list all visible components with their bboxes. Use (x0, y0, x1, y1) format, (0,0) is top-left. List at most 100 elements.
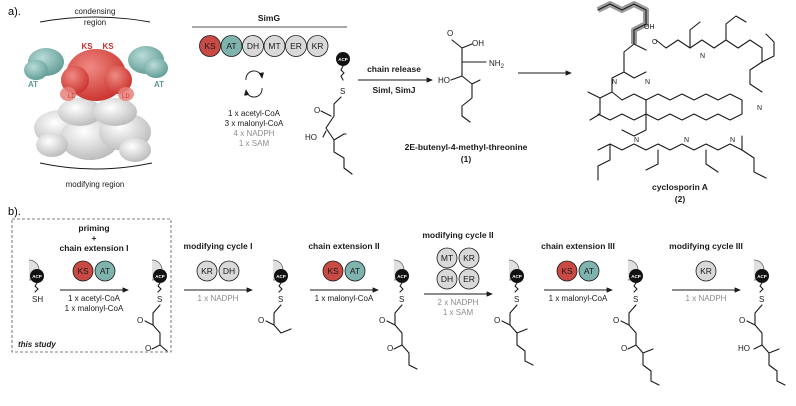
simg-domain-label: KR (312, 41, 324, 51)
condensing-region-label-2: region (84, 18, 106, 27)
acp-icon (153, 269, 167, 283)
stage-title: chain extension III (541, 241, 615, 251)
o-label: O (621, 344, 627, 353)
product-2-name: cyclosporin A (652, 182, 708, 192)
domain-mt: MT (436, 247, 458, 269)
simg-domain-label: MT (268, 41, 280, 51)
stage-title: modifying cycle II (422, 230, 493, 240)
domain-dh: DH (218, 260, 240, 282)
stage-title: modifying cycle III (669, 241, 743, 251)
at-left-label: AT (28, 80, 38, 89)
domain-label: KR (463, 253, 475, 263)
domain-label: KR (700, 266, 712, 276)
ho-label: HO (738, 344, 750, 353)
acp-icon (395, 269, 409, 283)
acp-label: ACP (757, 274, 767, 279)
simg-domain-mt: MT (263, 35, 286, 57)
stage-reagent: 1 x SAM (443, 308, 474, 317)
domain-label: MT (441, 253, 453, 263)
svg-text:N: N (645, 79, 650, 86)
domain-at: AT (578, 260, 600, 282)
domain-label: DH (441, 274, 453, 284)
stage-reagent: 1 x acetyl-CoA (68, 294, 121, 303)
domain-label: AT (100, 266, 110, 276)
acp-label: ACP (512, 274, 522, 279)
simg-domain-dh: DH (242, 35, 264, 57)
simg-domain-label: KS (204, 41, 216, 51)
simg-reagent-4: 1 x SAM (239, 139, 270, 148)
domain-kr: KR (695, 260, 717, 282)
this-study-box (11, 218, 172, 353)
acp-icon (755, 269, 769, 283)
acp-icon (30, 269, 44, 283)
acp-label: ACP (155, 274, 165, 279)
o-label: O (739, 316, 745, 325)
product-1-structure: O OH HO NH2 (438, 29, 505, 123)
panel-a-label: a). (8, 6, 21, 18)
stage-6: modifying cycle III KR 1 x NADPH (669, 241, 743, 303)
acp-label: ACP (32, 274, 42, 279)
this-study-label: this study (18, 340, 56, 349)
o-label: O (387, 344, 393, 353)
o-label: O (137, 316, 143, 325)
svg-text:NH2: NH2 (489, 59, 505, 70)
stage-title: chain extension II (308, 241, 379, 251)
s-label: S (278, 295, 283, 304)
svg-text:O: O (447, 29, 453, 38)
domain-kr: KR (196, 260, 218, 282)
simg-domain-er: ER (285, 35, 307, 57)
domain-label: ER (463, 274, 475, 284)
stage-5: chain extension III KS AT 1 x malonyl-CoA (541, 241, 615, 303)
domain-at: AT (344, 260, 366, 282)
stage-title: + (92, 233, 97, 243)
svg-text:N: N (730, 137, 735, 144)
svg-text:N: N (684, 137, 689, 144)
svg-text:N: N (634, 137, 639, 144)
acp-icon (629, 269, 643, 283)
svg-text:OH: OH (644, 24, 655, 31)
product-2-number: (2) (675, 194, 686, 204)
simg-tethered-intermediate: S O HO (305, 65, 353, 175)
domain-label: AT (350, 266, 360, 276)
domain-at: AT (94, 260, 116, 282)
svg-text:N: N (612, 79, 617, 86)
simg-domain-label: AT (226, 41, 236, 51)
ld-left-label: LD (68, 94, 76, 100)
acp-icon (510, 269, 524, 283)
sh-label: SH (32, 295, 43, 304)
simg-acp-label: ACP (338, 57, 348, 62)
domain-ks: KS (556, 260, 578, 282)
svg-text:O: O (314, 106, 320, 115)
at-right-label: AT (154, 80, 164, 89)
simg-reagent-1: 1 x acetyl-CoA (228, 109, 281, 118)
domain-label: DH (223, 266, 235, 276)
stage-title: chain extension I (60, 243, 129, 253)
svg-text:HO: HO (438, 76, 450, 85)
simg-domain-kr: KR (306, 35, 329, 57)
stage-title: modifying cycle I (184, 241, 253, 251)
s-label: S (399, 295, 404, 304)
cyclosporin-a-structure: N N O N N N N N OH (587, 1, 775, 181)
svg-text:N: N (700, 53, 705, 60)
o-label: O (613, 316, 619, 325)
simg-reagent-3: 4 x NADPH (234, 129, 275, 138)
stage-reagent: 1 x malonyl-CoA (549, 294, 608, 303)
svg-text:O: O (652, 39, 658, 46)
domain-kr: KR (458, 247, 480, 269)
o-label: O (379, 316, 385, 325)
domain-label: KS (561, 266, 573, 276)
stage-reagent: 1 x NADPH (686, 294, 727, 303)
stage-reagent: 2 x NADPH (438, 298, 479, 307)
simg-domain-ks: KS (199, 35, 221, 57)
stage-reagent: 1 x malonyl-CoA (65, 304, 124, 313)
s-label: S (633, 295, 638, 304)
svg-text:OH: OH (472, 39, 484, 48)
ld-right-label: LD (122, 94, 130, 100)
